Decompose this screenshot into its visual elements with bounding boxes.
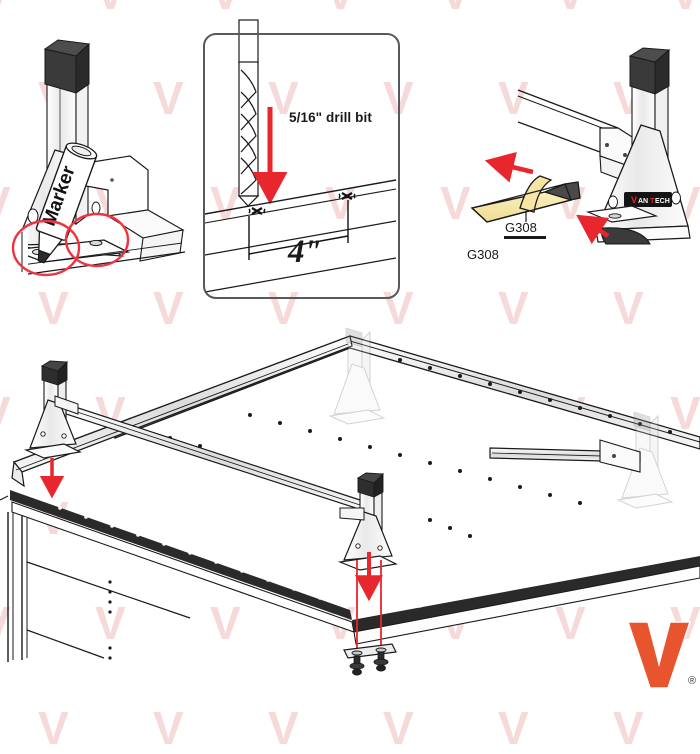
watermark-glyph: V: [38, 702, 69, 754]
vantech-logo: ®: [626, 621, 696, 689]
watermark-glyph: V: [383, 702, 414, 754]
roof-rivet-dots: [138, 358, 672, 538]
drill-detail-panel-border: [203, 33, 400, 299]
g308-tape-part: [470, 175, 581, 223]
drill-bit-label: 5/16" drill bit: [289, 110, 372, 125]
g308-part-label-primary: G308: [505, 220, 537, 235]
svg-text:V: V: [631, 195, 637, 205]
marker-pen: Marker: [35, 142, 98, 264]
roof-surface-lines: [204, 179, 397, 293]
watermark-glyph: V: [268, 702, 299, 754]
watermark-glyph: V: [613, 702, 644, 754]
van-roof-edge: [0, 155, 186, 300]
svg-text:ECH: ECH: [655, 198, 670, 205]
g308-label-underline: [504, 236, 546, 239]
vantech-badge: [624, 192, 672, 207]
peel-direction-arrow: [484, 151, 534, 183]
svg-text:AN: AN: [638, 198, 648, 205]
svg-text:T: T: [650, 198, 655, 205]
panel-main-assembly: [0, 327, 700, 676]
post-end-cap-icon: [43, 39, 91, 94]
drill-mark-x: [248, 192, 356, 215]
dimension-label: 4": [288, 234, 322, 270]
dimension-4in: [248, 200, 349, 260]
ghost-bracket-centre: [328, 327, 386, 425]
tape-insert-arrow: [576, 214, 610, 245]
watermark-glyph: V: [498, 702, 529, 754]
backing-plate-assembly: [343, 643, 397, 676]
van-side-wall: [0, 495, 191, 662]
watermark-glyph: V: [153, 702, 184, 754]
registered-mark: ®: [688, 675, 696, 687]
foot-bracket-left-main: [23, 360, 82, 459]
panel-marker-step: Marker: [0, 39, 186, 300]
drill-bit-icon: [237, 19, 260, 207]
artwork-layer: Marker: [0, 19, 700, 689]
panel-tape-step: V AN T ECH: [470, 47, 691, 245]
cross-bar-right: [489, 439, 641, 473]
tape-peel-tab: [519, 175, 553, 213]
roof-gutter-strips: [10, 490, 700, 645]
highlight-circle-left: [11, 219, 81, 277]
ghost-bracket-right: [616, 411, 674, 509]
highlight-circle-right: [64, 212, 130, 268]
g308-part-label-secondary: G308: [467, 247, 499, 262]
panel-drill-step: [204, 19, 397, 293]
foot-bracket-right: V AN T ECH: [585, 124, 691, 245]
